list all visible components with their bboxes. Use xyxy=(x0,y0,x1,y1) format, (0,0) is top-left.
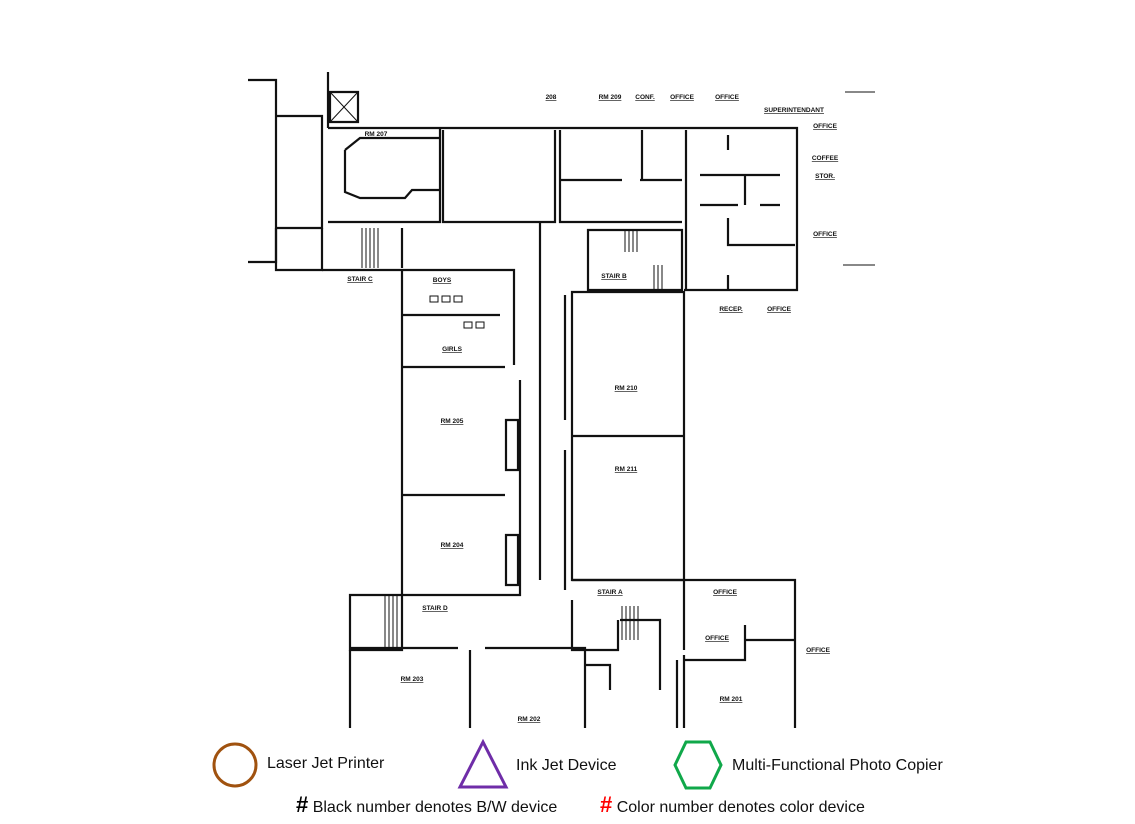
label-rm-209: RM 209 xyxy=(599,94,622,101)
legend-symbols xyxy=(212,738,723,790)
legend-bw-label: Black number denotes B/W device xyxy=(312,799,558,816)
label-office: OFFICE xyxy=(806,647,830,654)
label-office: OFFICE xyxy=(713,589,737,596)
circle-icon xyxy=(212,742,258,788)
label-conf: CONF. xyxy=(635,94,655,101)
triangle-icon xyxy=(457,738,509,789)
label-rm-202: RM 202 xyxy=(518,716,541,723)
label-rm-210: RM 210 xyxy=(615,385,638,392)
hexagon-icon xyxy=(673,740,723,790)
label-rm-207: RM 207 xyxy=(365,131,388,138)
walls xyxy=(248,72,875,728)
black-hash-icon: # xyxy=(296,792,309,817)
label-coffee: COFFEE xyxy=(812,155,839,162)
label-recep: RECEP. xyxy=(719,306,743,313)
room-labels: 208 RM 209 CONF. OFFICE OFFICE SUPERINTE… xyxy=(347,94,839,723)
legend-color-note: # Color number denotes color device xyxy=(600,792,865,818)
label-rm-204: RM 204 xyxy=(441,542,464,549)
label-stair-b: STAIR B xyxy=(601,273,627,280)
label-office: OFFICE xyxy=(670,94,694,101)
label-stair-c: STAIR C xyxy=(347,276,373,283)
label-stor: STOR. xyxy=(815,173,835,180)
label-office: OFFICE xyxy=(715,94,739,101)
label-stair-a: STAIR A xyxy=(597,589,623,596)
label-superintendant: SUPERINTENDANT xyxy=(764,107,824,114)
red-hash-icon: # xyxy=(600,792,613,817)
legend-bw-note: # Black number denotes B/W device xyxy=(296,792,557,818)
legend-laser-label: Laser Jet Printer xyxy=(267,755,385,772)
label-office: OFFICE xyxy=(705,635,729,642)
label-stair-d: STAIR D xyxy=(422,605,448,612)
legend-color-label: Color number denotes color device xyxy=(616,799,865,816)
legend-inkjet-label: Ink Jet Device xyxy=(516,757,617,774)
label-girls: GIRLS xyxy=(442,346,463,353)
label-rm-203: RM 203 xyxy=(401,676,424,683)
label-rm-201: RM 201 xyxy=(720,696,743,703)
label-boys: BOYS xyxy=(433,277,452,284)
label-office: OFFICE xyxy=(813,123,837,130)
legend-copier-label: Multi-Functional Photo Copier xyxy=(732,757,943,774)
label-office: OFFICE xyxy=(813,231,837,238)
label-208: 208 xyxy=(546,94,557,101)
label-rm-211: RM 211 xyxy=(615,466,638,473)
label-office: OFFICE xyxy=(767,306,791,313)
label-rm-205: RM 205 xyxy=(441,418,464,425)
